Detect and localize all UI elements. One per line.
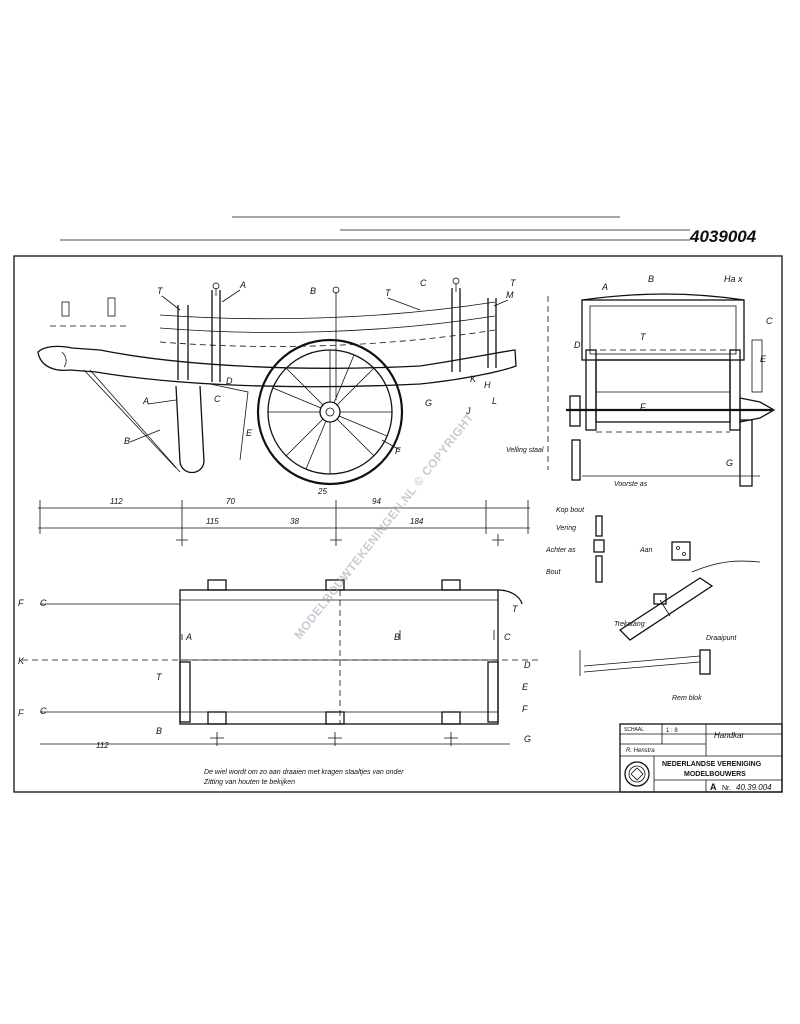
title-block: SCHAAL 1 : 8 Handkar R. Henstra NEDERLAN… [619,723,783,793]
plan-view: F K F C C T B A B C T D E F G [18,579,540,746]
svg-text:Aan: Aan [639,547,653,554]
svg-text:B: B [124,436,130,446]
svg-text:D: D [524,660,531,670]
svg-text:C: C [40,598,47,608]
nvm-logo-seal [624,761,650,787]
footnote-line2: Zitting van houten te bekijken [203,779,295,786]
tb-scale: 1 : 8 [666,728,678,734]
svg-text:K: K [18,656,25,666]
tb-sheet-size: A [710,782,717,792]
svg-text:L: L [492,396,497,406]
svg-text:B: B [648,274,654,284]
svg-text:H: H [484,380,491,390]
svg-text:T: T [156,672,163,682]
svg-text:B: B [156,726,162,736]
svg-text:A: A [239,280,246,290]
svg-text:SCHAAL: SCHAAL [624,727,644,733]
svg-text:Bout: Bout [546,569,561,576]
svg-text:B: B [394,632,400,642]
side-view: T A B T C T M A B C D E F G H J K L [37,277,517,486]
svg-text:184: 184 [410,517,424,526]
front-note-axle: Voorste as [614,481,648,488]
svg-text:A: A [601,282,608,292]
svg-text:F: F [18,598,24,608]
svg-text:G: G [425,398,432,408]
svg-text:K: K [470,374,477,384]
svg-text:C: C [504,632,511,642]
top-margin-lines [60,216,690,241]
svg-text:T: T [640,332,647,342]
svg-text:Vering: Vering [556,525,576,532]
svg-text:D: D [226,376,233,386]
svg-text:M: M [506,290,514,300]
svg-text:G: G [726,458,733,468]
svg-text:F: F [640,402,646,412]
tb-name: Handkar [714,731,745,740]
svg-text:F: F [18,708,24,718]
svg-text:112: 112 [96,741,109,750]
svg-text:D: D [574,340,581,350]
copyright-watermark: MODELBOUWTEKENINGEN.NL © COPYRIGHT [291,410,476,642]
svg-text:F: F [522,704,528,714]
svg-text:G: G [524,734,531,744]
detail-callouts: Kop bout Vering Achter as Bout Aan Draai… [545,507,761,702]
svg-text:C: C [40,706,47,716]
svg-text:Kop bout: Kop bout [556,507,585,514]
front-note-velling: Velling staal [506,447,544,454]
svg-text:38: 38 [290,517,299,526]
dimension-lines: 112 70 115 38 184 94 25 112 [38,487,530,750]
front-label-handlebar: Ha x [724,274,743,284]
svg-text:J: J [465,406,471,416]
svg-text:T: T [512,604,519,614]
svg-text:115: 115 [206,517,219,526]
svg-text:112: 112 [110,497,123,506]
svg-text:T: T [510,278,517,288]
footnote-line1: De wiel wordt om zo aan draaien met krag… [204,769,404,776]
svg-text:A: A [142,396,149,406]
svg-text:Rem blok: Rem blok [672,695,702,702]
tb-org-line1: NEDERLANDSE VERENIGING [662,761,762,768]
drawing-number-handwritten: 4039004 [689,227,757,246]
svg-text:E: E [760,354,767,364]
svg-text:Draaipunt: Draaipunt [706,635,737,642]
tb-drawn-by: R. Henstra [626,748,655,754]
svg-text:A: A [185,632,192,642]
svg-text:25: 25 [317,487,327,496]
svg-text:C: C [420,278,427,288]
svg-text:F: F [395,446,401,456]
tb-number-prefix: Nr. [722,785,731,792]
svg-text:C: C [214,394,221,404]
svg-text:94: 94 [372,497,381,506]
tb-org-line2: MODELBOUWERS [684,771,746,778]
svg-text:70: 70 [226,497,235,506]
svg-text:E: E [522,682,529,692]
svg-text:C: C [766,316,773,326]
svg-text:Trekstang: Trekstang [614,621,645,628]
drawing-border [13,255,783,793]
front-view: A B Ha x C T D E F G Velling staal Voors… [506,274,776,488]
svg-text:T: T [385,288,392,298]
svg-text:E: E [246,428,253,438]
svg-text:B: B [310,286,316,296]
tb-number: 40.39.004 [736,783,772,792]
svg-text:Achter as: Achter as [545,547,576,554]
svg-text:T: T [157,286,164,296]
